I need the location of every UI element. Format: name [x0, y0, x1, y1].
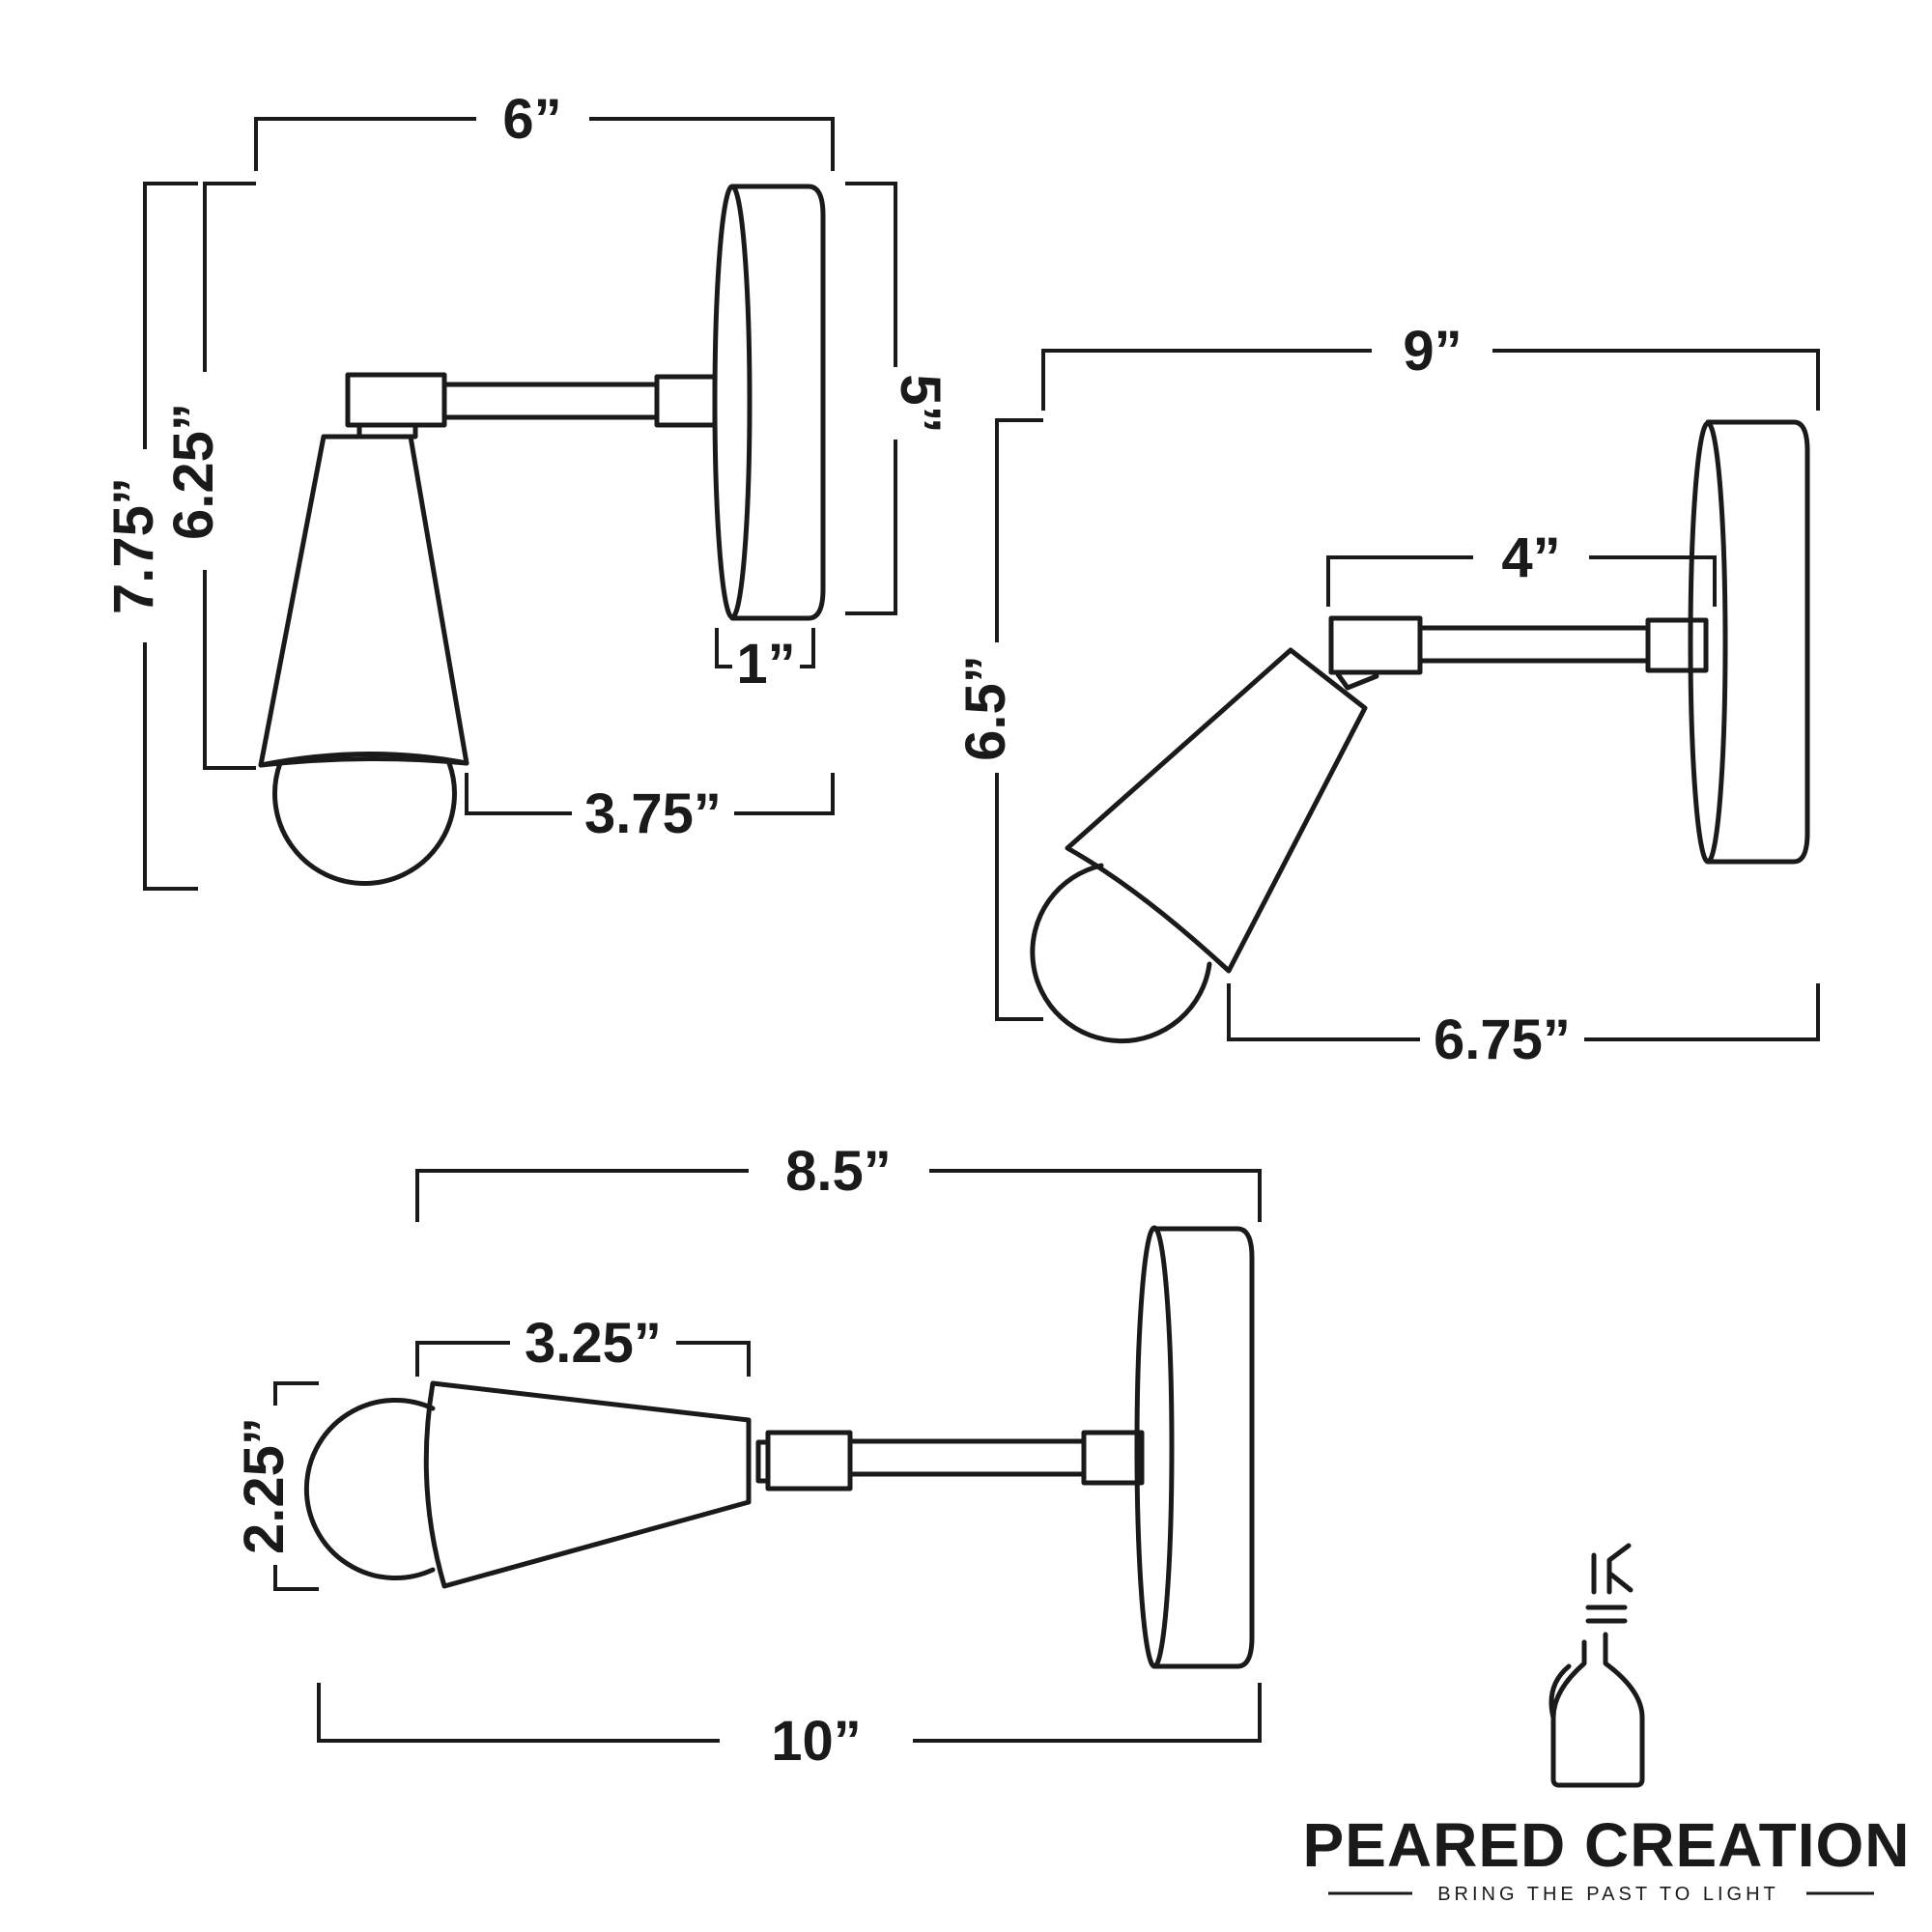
- arm-rod: [847, 1438, 1087, 1477]
- backplate-face: [1688, 420, 1728, 865]
- dim-line-3-25in: [415, 1341, 751, 1377]
- figure-horizontal-sconce: 8.5” 3.25” 2.25” 10”: [233, 1140, 1262, 1773]
- shade-rim: [258, 751, 469, 768]
- dim-line-5in: [845, 182, 897, 615]
- dim-label-10in: 10”: [771, 1710, 862, 1773]
- dim-line-1in: [715, 628, 815, 668]
- dim-label-6-5in: 6.5”: [954, 655, 1017, 761]
- knuckle-cap: [755, 1439, 771, 1484]
- arm-collar-right: [1081, 1430, 1145, 1486]
- dim-line-6-5in: [995, 418, 1043, 1021]
- backplate-outline: [1151, 1226, 1255, 1669]
- dim-label-6-75in: 6.75”: [1434, 1009, 1571, 1071]
- dim-line-6-25in: [203, 182, 256, 770]
- arm-knuckle: [765, 1430, 853, 1492]
- dim-line-9in: [1041, 349, 1820, 411]
- brand-logo: PEARED CREATION BRING THE PAST TO LIGHT: [1303, 1543, 1911, 1905]
- lightbulb-logo-icon: [1548, 1543, 1645, 1788]
- dim-label-3-75in: 3.75”: [584, 782, 722, 845]
- backplate-face: [712, 184, 753, 620]
- dim-label-1in: 1”: [736, 633, 795, 696]
- dim-label-9in: 9”: [1403, 320, 1462, 383]
- arm-rod: [441, 382, 660, 420]
- dim-label-6-25in: 6.25”: [162, 403, 225, 540]
- arm-knuckle: [345, 372, 447, 428]
- arm-collar-right: [1645, 617, 1709, 673]
- dim-line-2-25in: [273, 1381, 319, 1591]
- dim-line-4in: [1326, 555, 1717, 607]
- dim-label-3-25in: 3.25”: [525, 1312, 662, 1375]
- knuckle-cap: [1335, 671, 1379, 691]
- figure-upright-sconce: 6” 7.75” 6.25” 5” 1” 3.75”: [102, 88, 952, 891]
- dim-line-6in: [254, 117, 835, 171]
- shade-cone: [1065, 647, 1368, 974]
- shade-cone: [258, 434, 469, 768]
- arm-collar-right: [654, 374, 718, 428]
- dim-line-8-5in: [415, 1169, 1262, 1222]
- bulb: [272, 760, 457, 886]
- dim-label-5in: 5”: [889, 374, 952, 433]
- brand-tagline: BRING THE PAST TO LIGHT: [1437, 1884, 1779, 1905]
- dim-line-3-75in: [465, 773, 835, 815]
- shade-cone: [423, 1380, 752, 1589]
- bulb: [1030, 863, 1212, 1044]
- dim-label-7-75in: 7.75”: [102, 477, 165, 614]
- dim-label-2-25in: 2.25”: [233, 1417, 296, 1554]
- figure-angled-sconce: 9” 4” 6.5” 6.75”: [954, 320, 1820, 1071]
- brand-name: PEARED CREATION: [1303, 1810, 1911, 1880]
- backplate-outline: [729, 184, 826, 621]
- dim-line-10in: [317, 1683, 1262, 1743]
- dim-line-7-75in: [143, 182, 198, 891]
- bulb: [303, 1398, 436, 1580]
- backplate-face: [1134, 1225, 1175, 1669]
- backplate-outline: [1705, 419, 1810, 865]
- arm-knuckle: [1328, 615, 1423, 675]
- dim-line-6-75in: [1227, 983, 1820, 1041]
- dim-label-8-5in: 8.5”: [785, 1140, 892, 1203]
- dim-label-6in: 6”: [502, 88, 561, 151]
- arm-rod: [1417, 625, 1651, 664]
- dim-label-4in: 4”: [1501, 526, 1560, 589]
